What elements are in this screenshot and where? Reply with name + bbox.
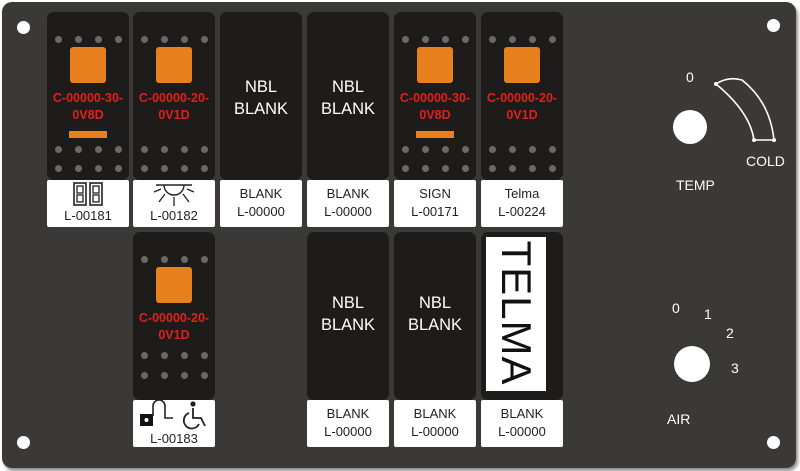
telma-logo-text: TELMA: [493, 240, 540, 386]
rocker-switch-c-00000-30[interactable]: C-00000-30-0V8D: [47, 12, 129, 180]
nbl-text: NBL: [418, 294, 452, 312]
switch-label: L-00182: [133, 180, 215, 227]
rocker-switch-telma[interactable]: C-00000-20-0V1D: [481, 12, 563, 180]
blank-switch[interactable]: NBL BLANK: [307, 232, 389, 400]
temp-knob[interactable]: [673, 110, 707, 144]
blank-text: BLANK: [407, 316, 463, 334]
switch-label: BLANK L-00000: [307, 400, 389, 447]
indicator-led: [417, 47, 453, 83]
part-code: C-00000-30-0V8D: [399, 91, 471, 122]
mounting-hole-bottom-left: [17, 436, 30, 449]
switch-label: BLANK L-00000: [307, 180, 389, 227]
indicator-led: [504, 47, 540, 83]
dual-switch-icon: [73, 182, 103, 206]
air-knob[interactable]: [674, 346, 710, 382]
switch-label: Telma L-00224: [481, 180, 563, 227]
temp-cold-label: COLD: [746, 153, 785, 169]
indicator-led: [156, 47, 192, 83]
indicator-led: [156, 267, 192, 303]
air-3-label: 3: [731, 360, 739, 376]
indicator-led: [70, 47, 106, 83]
switch-label: BLANK L-00000: [394, 400, 476, 447]
switch-label: L-00181: [47, 180, 129, 227]
light-rays-icon: [154, 184, 194, 206]
blank-text: BLANK: [320, 100, 376, 118]
mounting-hole-top-left: [17, 21, 30, 34]
temp-zero-label: 0: [686, 69, 694, 85]
telma-logo-box: TELMA: [486, 237, 546, 391]
part-code: C-00000-30-0V8D: [52, 91, 124, 122]
part-code: C-00000-20-0V1D: [138, 91, 210, 122]
switch-label: BLANK L-00000: [481, 400, 563, 447]
air-0-label: 0: [672, 300, 680, 316]
temp-cold-wedge: [714, 77, 776, 142]
nbl-text: NBL: [331, 78, 365, 96]
blank-switch[interactable]: NBL BLANK: [307, 12, 389, 180]
rocker-switch-c-00000-20[interactable]: C-00000-20-0V1D: [133, 12, 215, 180]
nbl-text: NBL: [331, 294, 365, 312]
part-code: C-00000-20-0V1D: [138, 311, 210, 342]
blank-text: BLANK: [233, 100, 289, 118]
lock-wheelchair-icon: [140, 400, 206, 430]
mounting-hole-bottom-right: [767, 436, 780, 449]
temp-label: TEMP: [676, 177, 715, 193]
blank-switch[interactable]: NBL BLANK: [220, 12, 302, 180]
switch-label: L-00183: [133, 400, 215, 447]
air-2-label: 2: [726, 325, 734, 341]
air-1-label: 1: [704, 306, 712, 322]
blank-switch[interactable]: NBL BLANK: [394, 232, 476, 400]
nbl-text: NBL: [244, 78, 278, 96]
rocker-switch-sign[interactable]: C-00000-30-0V8D: [394, 12, 476, 180]
rocker-switch-c-00000-20-lower[interactable]: C-00000-20-0V1D: [133, 232, 215, 400]
telma-logo-switch[interactable]: TELMA: [481, 232, 563, 400]
part-code: C-00000-20-0V1D: [486, 91, 558, 122]
indicator-bar: [69, 131, 107, 138]
air-label: AIR: [667, 411, 691, 427]
switch-label: BLANK L-00000: [220, 180, 302, 227]
mounting-hole-top-right: [767, 19, 780, 32]
switch-label: SIGN L-00171: [394, 180, 476, 227]
blank-text: BLANK: [320, 316, 376, 334]
indicator-bar: [416, 131, 454, 138]
